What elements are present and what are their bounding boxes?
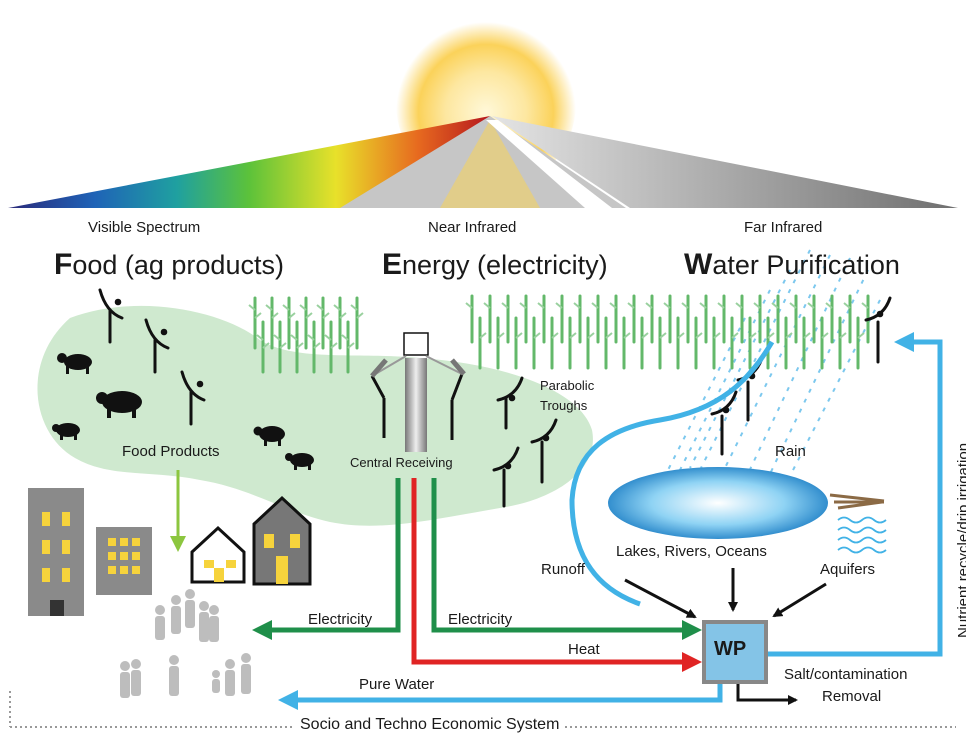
food-heading-text: ood (ag products) [72,250,284,280]
land-area [37,305,593,526]
food-heading-initial: F [54,248,73,281]
energy-heading-text: nergy (electricity) [402,250,608,280]
buildings [28,488,312,616]
water-heading-initial: W [684,248,713,281]
system-label: Socio and Techno Economic System [294,716,566,734]
removal-label: Removal [822,688,882,705]
nutrient-recycle-label: Nutrient recycle/drip irrigation [955,442,966,638]
wp-box [702,620,768,684]
parabolic-troughs-label: Parabolic Troughs [540,378,595,413]
energy-heading-initial: E [382,248,403,281]
lake [608,467,828,539]
food-arrow [170,470,186,552]
central-receiving-label: Central Receiving [350,455,453,470]
salt-label: Salt/contamination [784,666,908,683]
water-heading-text: ater Purification [712,250,900,280]
aquifer-symbol [829,493,887,554]
near-infrared-label: Near Infrared [428,219,517,236]
runoff-label: Runoff [541,561,585,578]
inflow-arrows [624,568,827,705]
crop-field-right [470,294,870,370]
rain-label: Rain [775,443,806,460]
pure-water-label: Pure Water [359,676,435,693]
visible-spectrum-label: Visible Spectrum [88,219,201,236]
near-infrared-glow [440,120,540,208]
central-receiving-tower [370,332,466,452]
crop-leaves-right [465,302,869,339]
electricity-left-arrow [252,478,401,640]
pure-water-arrow [278,684,723,710]
far-infrared-label: Far Infrared [744,219,823,236]
livestock [52,353,314,470]
far-infrared-beam [492,116,958,208]
water-heading: Water Purification [684,248,900,282]
crop-leaves-left [248,304,364,349]
energy-heading: Energy (electricity) [382,248,608,282]
river [569,340,775,607]
food-products-label: Food Products [122,443,220,460]
people [120,589,251,698]
electricity-left-label: Electricity [308,611,373,628]
electricity-right-arrow [431,478,702,640]
heat-arrow [411,478,702,672]
wp-label: WP [714,638,747,660]
visible-spectrum-beam [8,116,490,208]
rain-streaks [667,249,881,481]
heat-label: Heat [568,641,600,658]
lakes-label: Lakes, Rivers, Oceans [616,543,767,560]
electricity-right-label: Electricity [448,611,513,628]
system-boundary [9,691,956,728]
aquifers-label: Aquifers [820,561,876,578]
food-heading: Food (ag products) [54,248,284,282]
nutrient-recycle-arrow [768,332,943,657]
beam-gap [486,120,612,208]
